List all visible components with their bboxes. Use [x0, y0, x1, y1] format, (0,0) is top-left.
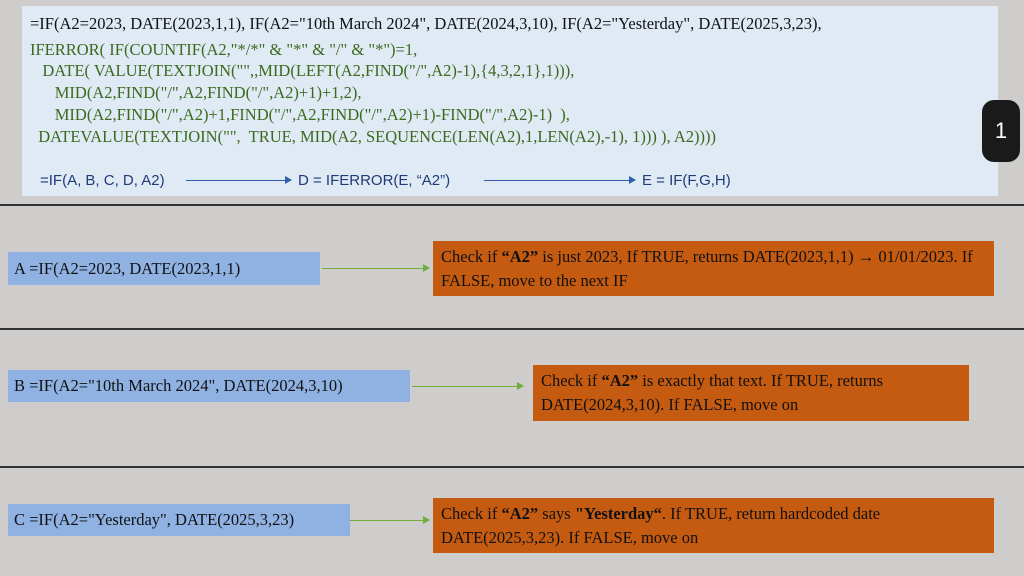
formula-line-4: MID(A2,FIND("/",A2,FIND("/",A2)+1)+1,2),: [30, 83, 362, 102]
formula-label-b: B =IF(A2="10th March 2024", DATE(2024,3,…: [8, 370, 410, 402]
summary-d: D = IFERROR(E, “A2”): [298, 172, 451, 189]
page-number-badge: 1: [982, 100, 1020, 162]
description-text: Check if: [541, 371, 602, 390]
summary-e: E = IF(F,G,H): [642, 172, 731, 189]
formula-line-5: MID(A2,FIND("/",A2)+1,FIND("/",A2,FIND("…: [30, 105, 570, 124]
description-text: Check if: [441, 504, 502, 523]
formula-line-6: DATEVALUE(TEXTJOIN("", TRUE, MID(A2, SEQ…: [30, 127, 717, 146]
formula-label-c: C =IF(A2="Yesterday", DATE(2025,3,23): [8, 504, 350, 536]
connector-arrow-b: [412, 382, 524, 390]
formula-line-3: DATE( VALUE(TEXTJOIN("",,MID(LEFT(A2,FIN…: [30, 61, 575, 80]
divider: [0, 204, 1024, 206]
summary-arrow-2: [484, 176, 636, 184]
description-text: is just 2023, If TRUE, returns DATE(2023…: [441, 247, 973, 290]
description-text: is exactly that text. If TRUE, returns D…: [541, 371, 883, 414]
description-text: . If TRUE, return hardcoded date DATE(20…: [441, 504, 881, 547]
description-text: says: [538, 504, 575, 523]
description-text: Check if: [441, 247, 502, 266]
description-box-b: Check if “A2” is exactly that text. If T…: [533, 365, 969, 421]
description-bold: “A2”: [501, 247, 539, 266]
connector-arrow-c: [350, 516, 430, 524]
formula-line-1: =IF(A2=2023, DATE(2023,1,1), IF(A2="10th…: [30, 14, 822, 33]
description-box-c: Check if “A2” says "Yesterday“. If TRUE,…: [433, 498, 994, 553]
divider: [0, 466, 1024, 468]
formula-panel: =IF(A2=2023, DATE(2023,1,1), IF(A2="10th…: [22, 6, 998, 196]
description-bold: “A2”: [501, 504, 539, 523]
description-bold: “A2”: [601, 371, 639, 390]
connector-arrow-a: [322, 264, 430, 272]
summary-a: =IF(A, B, C, D, A2): [40, 172, 165, 189]
description-bold: "Yesterday“: [574, 504, 662, 523]
summary-arrow-1: [186, 176, 292, 184]
formula-line-2: IFERROR( IF(COUNTIF(A2,"*/*" & "*" & "/"…: [30, 40, 418, 59]
description-box-a: Check if “A2” is just 2023, If TRUE, ret…: [433, 241, 994, 296]
formula-label-a: A =IF(A2=2023, DATE(2023,1,1): [8, 252, 320, 285]
divider: [0, 328, 1024, 330]
